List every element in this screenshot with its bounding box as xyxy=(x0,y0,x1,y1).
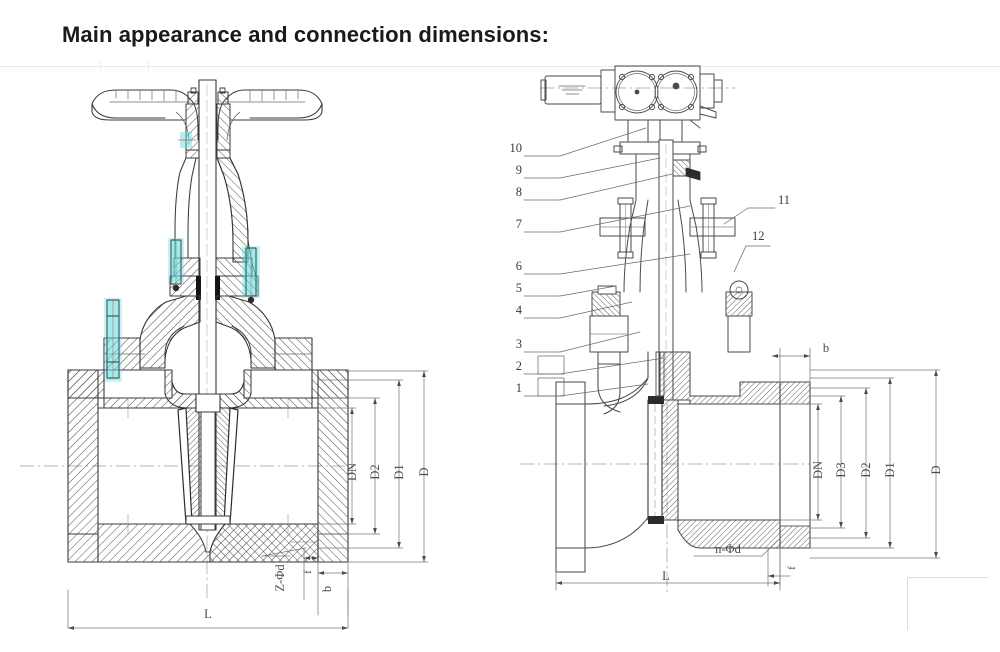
right-yoke-legs xyxy=(623,199,703,293)
header-tick-right xyxy=(148,60,149,72)
page-title: Main appearance and connection dimension… xyxy=(62,22,550,47)
left-bonnet-bolt xyxy=(106,299,120,379)
callout-9: 9 xyxy=(516,163,522,177)
left-dim-f: f xyxy=(303,570,314,574)
right-dimension-text: DN D3 D2 D1 D L b f n-Φd xyxy=(662,341,943,583)
left-dim-D2: D2 xyxy=(368,464,382,479)
right-dim-D: D xyxy=(929,465,943,474)
callout-2: 2 xyxy=(516,359,522,373)
left-dim-Zd: Z-Φd xyxy=(273,564,287,592)
header-divider xyxy=(0,66,1000,67)
right-valve-body xyxy=(555,351,811,573)
left-wedge-gate xyxy=(177,393,239,531)
right-dim-L: L xyxy=(662,569,670,583)
right-callout-leaders-right xyxy=(723,207,776,273)
right-dim-D2: D2 xyxy=(859,462,873,477)
callout-6: 6 xyxy=(516,259,522,273)
callout-12: 12 xyxy=(752,229,765,243)
left-dim-D1: D1 xyxy=(392,464,406,479)
left-gland-packing xyxy=(169,257,259,300)
callout-4: 4 xyxy=(516,303,523,317)
right-callout-numbers: 10 9 8 7 6 5 4 3 2 1 11 12 xyxy=(510,141,791,395)
right-dim-nd: n-Φd xyxy=(715,542,742,556)
right-valve-drawing: 10 9 8 7 6 5 4 3 2 1 11 12 xyxy=(510,65,943,597)
right-dim-f: f xyxy=(787,566,798,570)
left-valve-drawing: DN D2 D1 D L b f Z-Φd xyxy=(19,79,431,630)
callout-8: 8 xyxy=(516,185,522,199)
header-tick-left xyxy=(100,60,101,72)
left-dimension-lines xyxy=(317,370,429,563)
right-dim-b: b xyxy=(823,341,829,355)
left-dim-L: L xyxy=(204,607,212,621)
left-dimension-text: DN D2 D1 D L b f Z-Φd xyxy=(204,463,431,621)
callout-3: 3 xyxy=(516,337,522,351)
left-bonnet-left xyxy=(139,295,201,369)
left-handwheel xyxy=(91,89,323,141)
left-stem-nut xyxy=(185,87,231,159)
left-gland-bolts xyxy=(170,239,257,304)
left-bonnet-right xyxy=(215,295,276,369)
callout-11: 11 xyxy=(778,193,790,207)
left-dim-DN: DN xyxy=(345,463,359,481)
callout-10: 10 xyxy=(510,141,523,155)
left-bottom-dimension-lines xyxy=(67,541,349,630)
left-dim-D: D xyxy=(417,467,431,476)
callout-7: 7 xyxy=(516,217,522,231)
title-block-corner xyxy=(907,577,988,630)
right-callout-leaders-left xyxy=(523,127,691,397)
right-dimension-lines xyxy=(555,347,941,591)
callout-1: 1 xyxy=(516,381,522,395)
right-dim-D1: D1 xyxy=(883,462,897,477)
left-dim-b: b xyxy=(320,586,334,592)
right-gland-box xyxy=(589,280,753,365)
right-bonnet-flange xyxy=(599,197,736,259)
right-electric-actuator xyxy=(540,65,723,129)
right-dim-DN: DN xyxy=(811,461,825,479)
right-dim-D3: D3 xyxy=(834,462,848,477)
callout-5: 5 xyxy=(516,281,522,295)
